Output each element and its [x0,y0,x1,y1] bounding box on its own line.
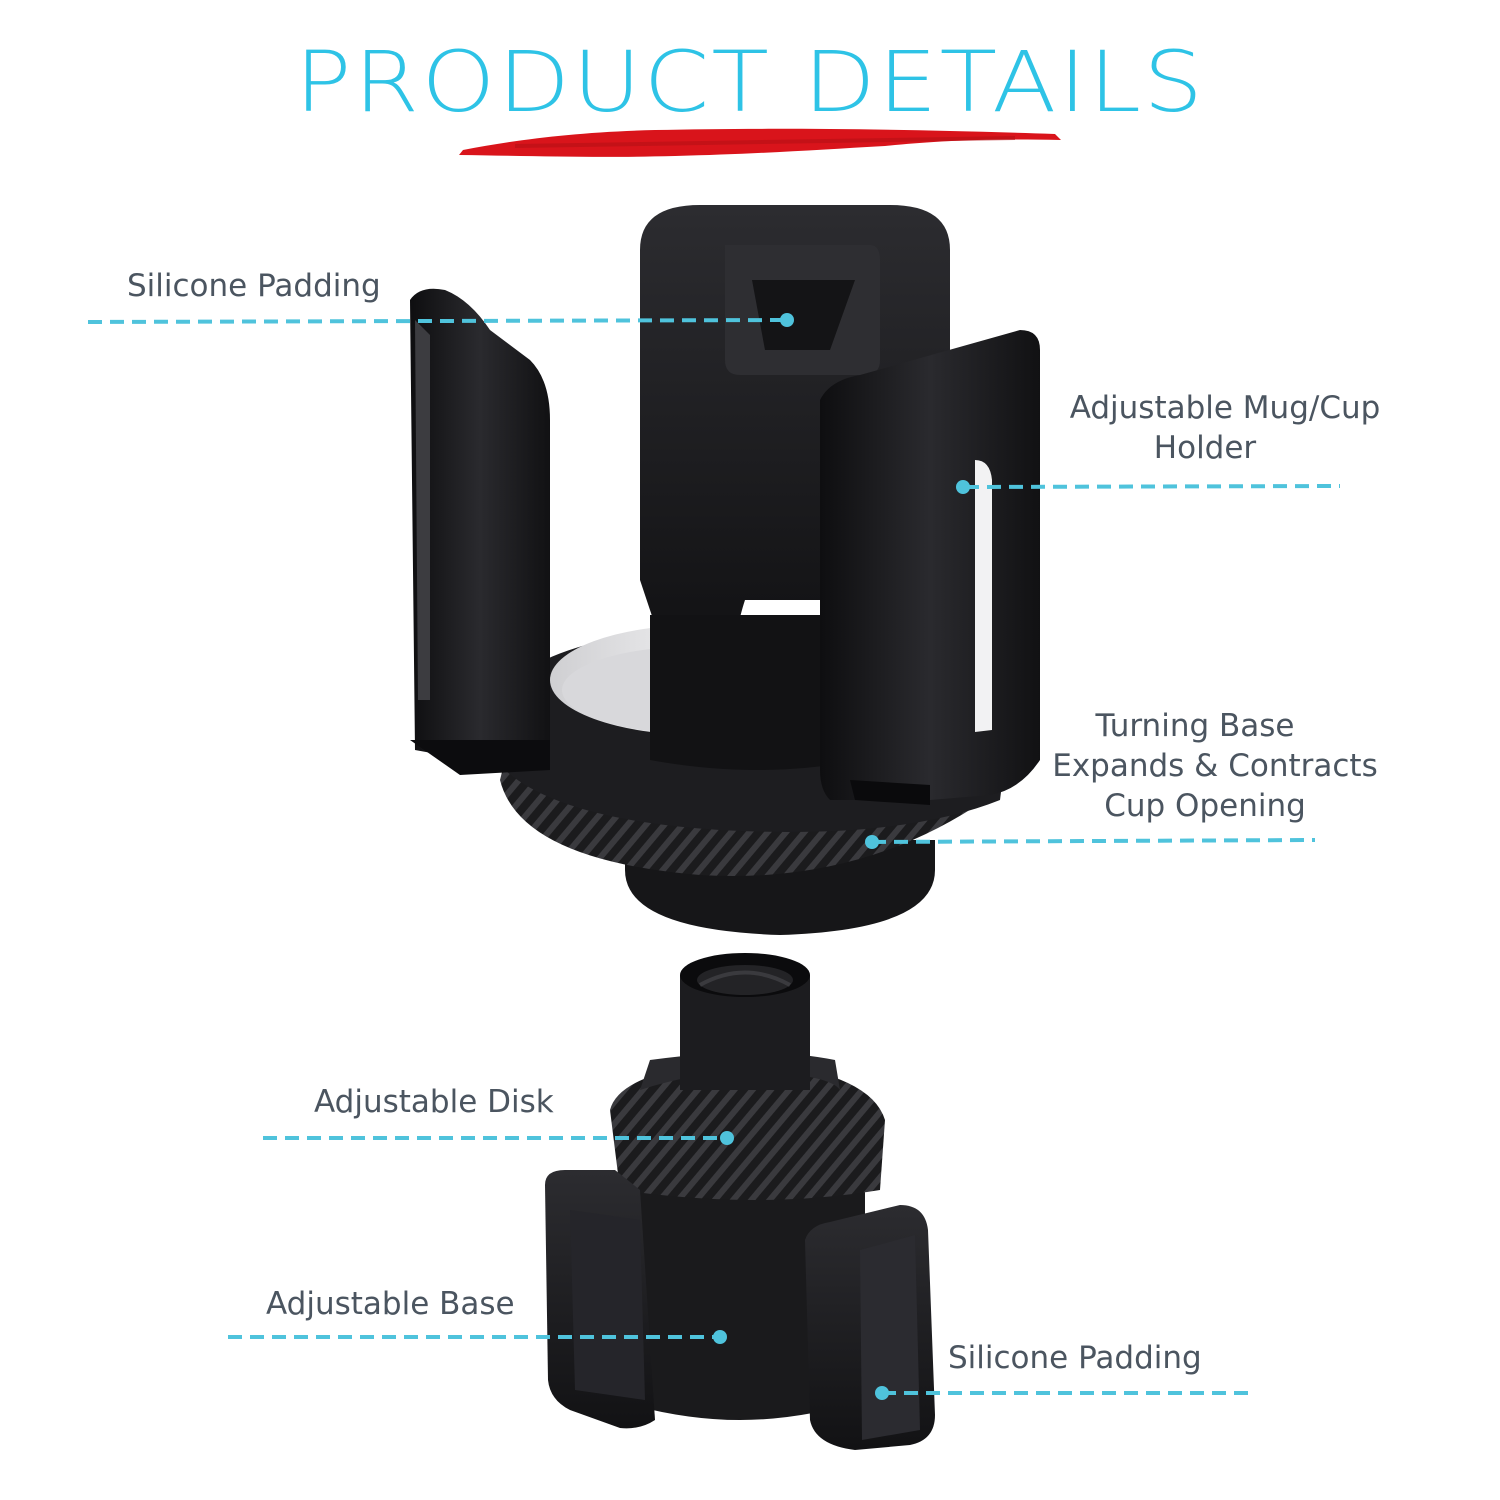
label-adjustable-holder: Adjustable Mug/Cup Holder [1050,388,1400,468]
upper-cup-holder [410,205,1040,935]
label-turning-base: Turning Base Expands & Contracts Cup Ope… [1040,706,1400,826]
lower-adjustable-base [545,953,935,1450]
label-turning-base-line2: Expands & Contracts [1052,748,1378,784]
label-turning-base-line1: Turning Base [1095,708,1295,744]
label-silicone-padding-top: Silicone Padding [127,268,381,304]
label-adjustable-holder-line2: Holder [1153,430,1257,466]
red-brush-underline [459,128,1061,157]
page-title: PRODUCT DETAILS [294,33,1206,131]
label-turning-base-line3: Cup Opening [1104,788,1306,824]
label-adjustable-disk: Adjustable Disk [314,1084,554,1120]
label-silicone-padding-bottom: Silicone Padding [948,1340,1202,1376]
label-adjustable-holder-line1: Adjustable Mug/Cup [1069,390,1381,426]
label-adjustable-base: Adjustable Base [266,1286,515,1322]
